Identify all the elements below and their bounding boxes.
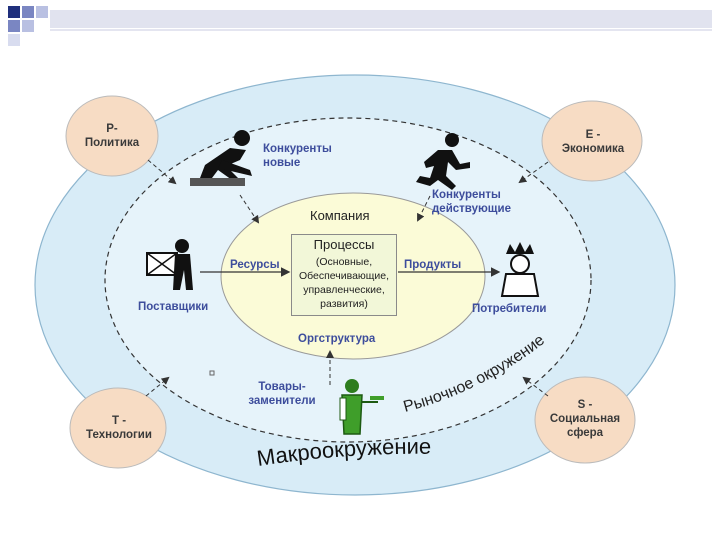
runner-start-icon: [190, 130, 252, 186]
arrow-s: [522, 376, 549, 397]
supplier-worker-icon: [146, 239, 193, 290]
factor-p-label: Р-Политика: [84, 123, 140, 149]
small-square-marker: [209, 370, 215, 376]
arrow-existing-competitors: [417, 195, 431, 222]
factor-e-label: Е -Экономика: [561, 129, 625, 155]
processes-description: (Основные, Обеспечивающие, управленчески…: [298, 256, 390, 310]
suppliers-label: Поставщики: [138, 301, 209, 313]
arrow-e: [518, 161, 549, 184]
arrow-t: [145, 376, 170, 397]
arrow-new-competitors: [239, 194, 260, 224]
consumers-label: Потребители: [472, 303, 547, 315]
king-consumer-icon: [500, 242, 540, 297]
corner-decoration: [8, 6, 712, 46]
org-structure-label: Оргструктура: [298, 333, 376, 345]
processes-title: Процессы: [313, 237, 375, 252]
waiter-icon: [339, 379, 384, 435]
factor-p-circle: [65, 95, 159, 177]
factor-t-label: Т -Технологии: [86, 415, 152, 441]
substitutes-label: Товары-заменители: [248, 381, 316, 407]
resources-label: Ресурсы: [230, 259, 280, 271]
arrow-p: [147, 159, 177, 185]
factor-s-circle: [534, 376, 636, 464]
processes-box: Процессы (Основные, Обеспечивающие, упра…: [291, 234, 397, 316]
factor-t-circle: [69, 387, 167, 469]
company-title: Компания: [310, 208, 370, 223]
products-label: Продукты: [404, 259, 462, 271]
runner-sprint-icon: [416, 133, 470, 190]
factor-e-circle: [541, 100, 643, 182]
